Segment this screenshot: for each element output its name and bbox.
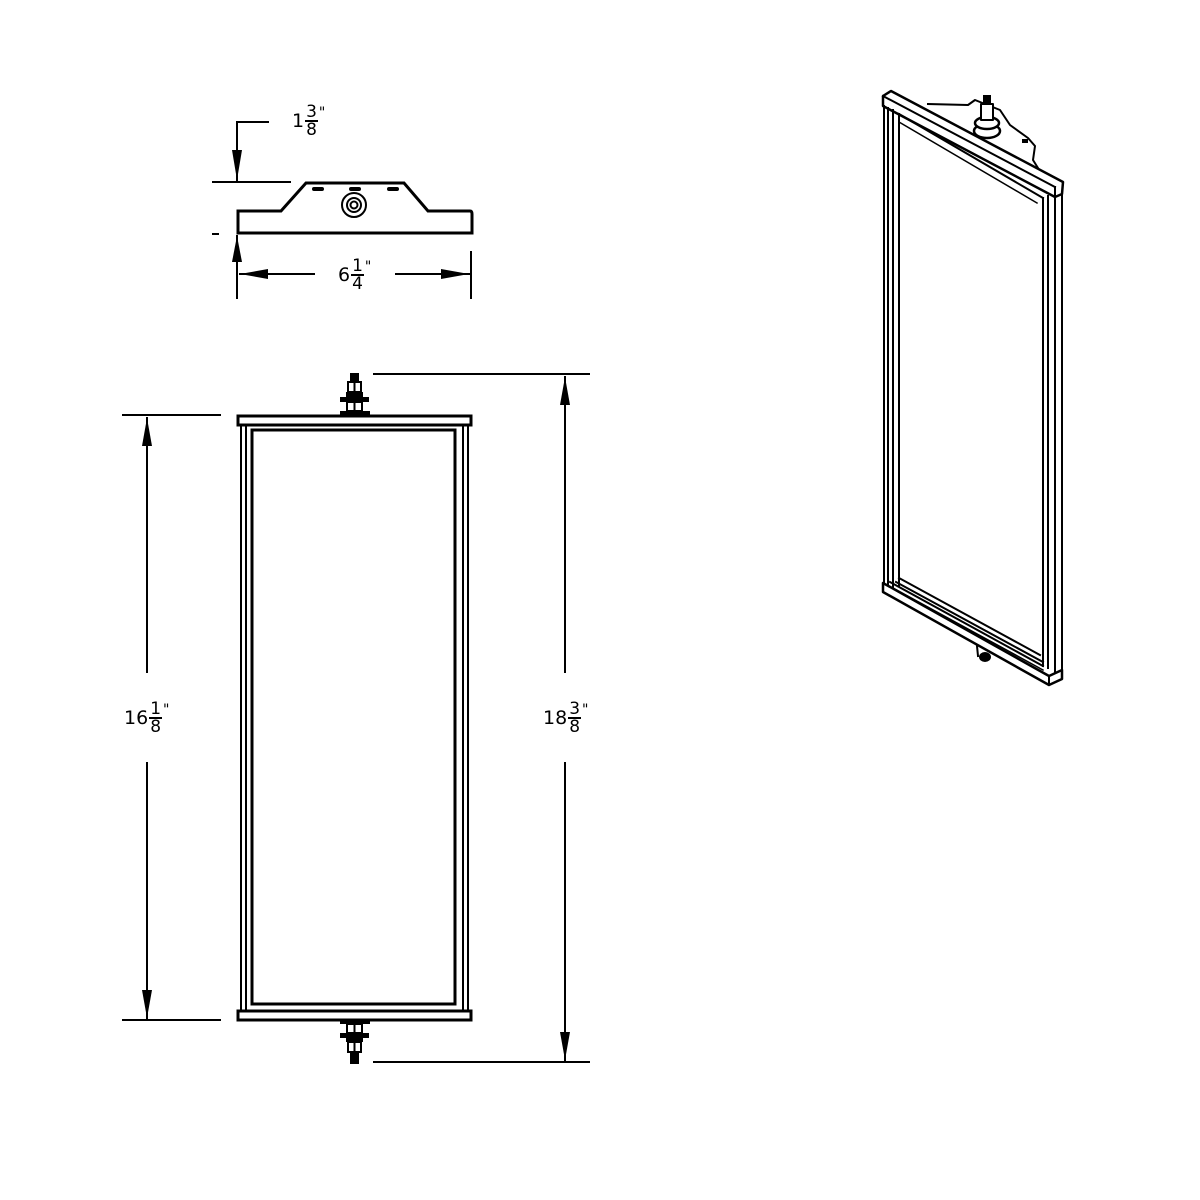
frame-height-dimension: 16 1 8 " [124, 699, 170, 738]
fraction-denominator: 8 [306, 120, 317, 141]
bracket-height-dimension: 1 3 8 " [292, 102, 326, 141]
fraction-denominator: 8 [569, 717, 581, 738]
fraction-denominator: 8 [150, 717, 162, 738]
bracket-width-dimension: 6 1 4 " [338, 256, 372, 295]
dimension-fraction: 1 4 [351, 256, 364, 295]
dimension-fraction: 3 8 [568, 699, 582, 738]
dimension-whole: 1 [292, 109, 305, 132]
dimension-fraction: 3 8 [305, 102, 318, 141]
isometric-view-mirror [881, 89, 1065, 687]
overall-height-dimension: 18 3 8 " [543, 699, 589, 738]
fraction-numerator: 3 [568, 699, 582, 720]
dimension-whole: 6 [338, 263, 351, 286]
dimension-unit: " [163, 702, 170, 718]
dimension-fraction: 1 8 [149, 699, 163, 738]
fraction-numerator: 3 [305, 102, 318, 123]
dimension-unit: " [318, 105, 326, 121]
fraction-numerator: 1 [351, 256, 364, 277]
dimension-unit: " [364, 259, 372, 275]
front-view-mirror [122, 373, 590, 1064]
top-view-bracket [212, 121, 474, 299]
dimension-unit: " [582, 702, 589, 718]
dimension-whole: 16 [124, 706, 149, 729]
fraction-numerator: 1 [149, 699, 163, 720]
dimension-whole: 18 [543, 706, 568, 729]
fraction-denominator: 4 [352, 274, 363, 295]
